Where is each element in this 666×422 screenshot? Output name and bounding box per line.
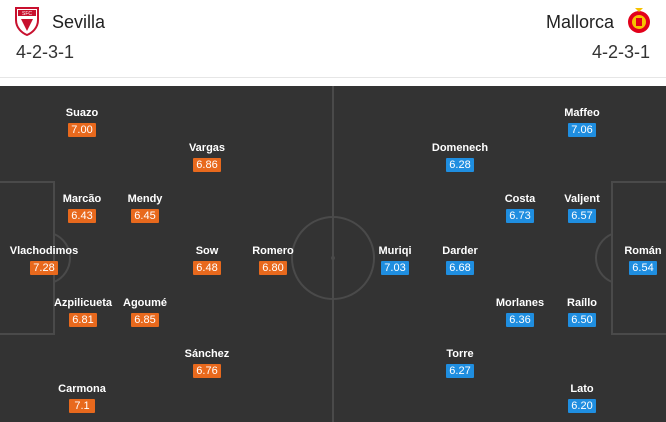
player-rating: 6.54 [629,261,657,275]
player-name: Mendy [127,193,163,205]
player-rating: 6.28 [446,158,474,172]
mallorca-crest-icon [628,8,650,33]
player-name: Muriqi [378,245,412,257]
player-rating: 7.28 [30,261,58,275]
away-team-name[interactable]: Mallorca [545,12,614,32]
away-player[interactable]: Muriqi 7.03 [360,244,430,276]
player-rating: 7.1 [69,399,95,413]
player-rating: 7.00 [68,123,96,137]
player-name: Costa [504,193,536,205]
player-rating: 6.85 [131,313,159,327]
away-player[interactable]: Lato 6.20 [547,382,617,414]
player-rating: 6.68 [446,261,474,275]
sevilla-crest-icon: SFC [15,7,39,36]
player-rating: 6.36 [506,313,534,327]
home-player[interactable]: Suazo 7.00 [47,106,117,138]
home-player[interactable]: Vargas 6.86 [172,141,242,173]
pitch: Suazo 7.00 Vargas 6.86 Marcão 6.43 Mendy… [0,86,666,422]
away-formation: 4-2-3-1 [591,42,650,62]
player-name: Maffeo [564,107,600,119]
player-rating: 6.27 [446,364,474,378]
away-player[interactable]: Torre 6.27 [425,347,495,379]
player-name: Vlachodimos [9,245,79,257]
home-player[interactable]: Marcão 6.43 [47,192,117,224]
away-player[interactable]: Román 6.54 [608,244,666,276]
home-player[interactable]: Mendy 6.45 [110,192,180,224]
home-player[interactable]: Romero 6.80 [238,244,308,276]
away-player[interactable]: Valjent 6.57 [547,192,617,224]
player-name: Torre [446,348,474,360]
match-header: SFC Sevilla 4-2-3-1 Mallorca 4-2-3-1 [0,0,666,78]
away-player[interactable]: Domenech 6.28 [425,141,495,173]
player-rating: 6.76 [193,364,221,378]
home-team-name[interactable]: Sevilla [52,12,106,32]
player-rating: 6.73 [506,209,534,223]
player-rating: 6.57 [568,209,596,223]
player-name: Romero [252,245,294,257]
player-rating: 6.86 [193,158,221,172]
home-player[interactable]: Carmona 7.1 [47,382,117,414]
home-player[interactable]: Vlachodimos 7.28 [5,244,83,276]
player-rating: 6.80 [259,261,287,275]
player-rating: 7.03 [381,261,409,275]
player-rating: 6.45 [131,209,159,223]
player-rating: 6.50 [568,313,596,327]
player-name: Sow [195,245,219,257]
away-player[interactable]: Maffeo 7.06 [547,106,617,138]
player-name: Raíllo [567,297,597,309]
home-player[interactable]: Azpilicueta 6.81 [45,296,121,328]
player-name: Marcão [62,193,102,205]
player-rating: 6.20 [568,399,596,413]
away-player[interactable]: Costa 6.73 [485,192,555,224]
home-formation: 4-2-3-1 [16,42,75,62]
player-name: Agoumé [123,297,167,309]
player-name: Carmona [58,383,106,395]
player-rating: 6.48 [193,261,221,275]
player-name: Azpilicueta [53,297,113,309]
player-name: Domenech [431,142,489,154]
player-name: Sánchez [184,348,230,360]
home-player[interactable]: Agoumé 6.85 [110,296,180,328]
player-name: Vargas [188,142,226,154]
svg-text:SFC: SFC [22,11,32,17]
player-name: Darder [442,245,478,257]
player-name: Suazo [65,107,99,119]
home-player[interactable]: Sow 6.48 [172,244,242,276]
player-rating: 6.43 [68,209,96,223]
player-name: Valjent [564,193,600,205]
away-player[interactable]: Morlanes 6.36 [485,296,555,328]
player-name: Román [624,245,662,257]
player-name: Morlanes [495,297,545,309]
player-name: Lato [570,383,594,395]
away-player[interactable]: Darder 6.68 [425,244,495,276]
player-rating: 6.81 [69,313,97,327]
player-rating: 7.06 [568,123,596,137]
away-player[interactable]: Raíllo 6.50 [547,296,617,328]
pitch-markings [0,86,666,422]
home-player[interactable]: Sánchez 6.76 [172,347,242,379]
